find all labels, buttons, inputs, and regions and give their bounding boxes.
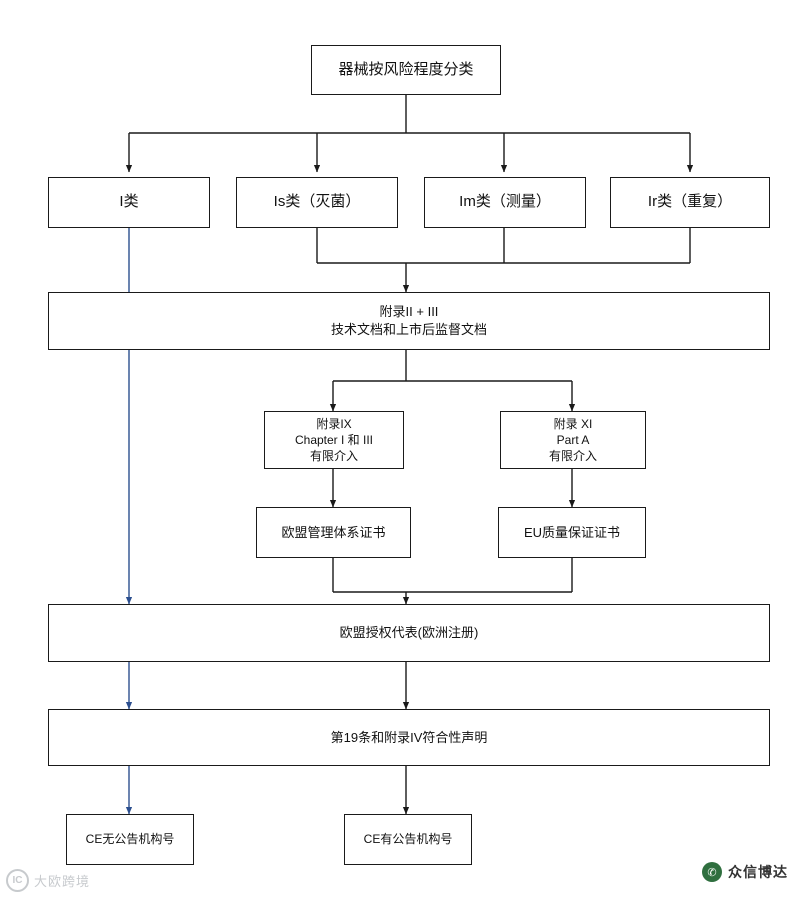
node-ce-without-notified-body: CE无公告机构号 — [66, 814, 194, 865]
node-class-i: I类 — [48, 177, 210, 228]
watermark-right-badge-icon: ✆ — [702, 862, 722, 882]
watermark-left-logo-icon: IC — [6, 869, 29, 892]
node-class-im: Im类（测量） — [424, 177, 586, 228]
watermark-right-label: 众信博达 — [728, 864, 788, 880]
node-cert-eu-qms: 欧盟管理体系证书 — [256, 507, 411, 558]
watermark-left: IC 大欧跨境 — [6, 869, 90, 892]
node-annex-ix: 附录IX Chapter I 和 III 有限介入 — [264, 411, 404, 469]
watermark-left-label: 大欧跨境 — [34, 874, 91, 889]
watermark-right: ✆ 众信博达 — [702, 862, 788, 882]
node-declaration-of-conformity: 第19条和附录IV符合性声明 — [48, 709, 770, 766]
node-annex-xi: 附录 XI Part A 有限介入 — [500, 411, 646, 469]
node-annex-ii-iii: 附录II + III 技术文档和上市后监督文档 — [48, 292, 770, 350]
node-root: 器械按风险程度分类 — [311, 45, 501, 95]
node-ce-with-notified-body: CE有公告机构号 — [344, 814, 472, 865]
node-cert-eu-quality-assurance: EU质量保证证书 — [498, 507, 646, 558]
node-class-ir: Ir类（重复） — [610, 177, 770, 228]
node-class-is: Is类（灭菌） — [236, 177, 398, 228]
node-eu-authorized-representative: 欧盟授权代表(欧洲注册) — [48, 604, 770, 662]
